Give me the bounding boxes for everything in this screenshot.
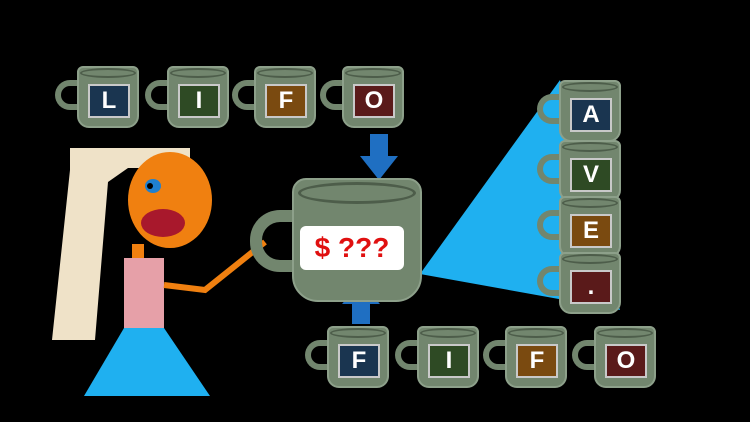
- mug-letter: I: [428, 344, 470, 378]
- cost-label: $ ???: [300, 226, 404, 270]
- mug-letter: O: [353, 84, 395, 118]
- average-mug: V: [537, 140, 627, 204]
- mug-letter: V: [570, 158, 612, 192]
- mug-letter: A: [570, 98, 612, 132]
- lifo-mug: O: [320, 66, 410, 130]
- fifo-mug: F: [305, 326, 395, 390]
- average-mug: .: [537, 252, 627, 316]
- fifo-mug: F: [483, 326, 573, 390]
- mug-letter: E: [570, 214, 612, 248]
- mug-letter: F: [265, 84, 307, 118]
- skirt: [84, 328, 210, 396]
- mug-letter: O: [605, 344, 647, 378]
- lifo-mug: L: [55, 66, 145, 130]
- lifo-mug: I: [145, 66, 235, 130]
- neck: [132, 244, 144, 262]
- arrow-down-icon: [360, 134, 398, 180]
- mug-letter: L: [88, 84, 130, 118]
- mug-letter: F: [338, 344, 380, 378]
- fifo-mug: O: [572, 326, 662, 390]
- mug-rim: [298, 182, 416, 204]
- mug-letter: I: [178, 84, 220, 118]
- mug-letter: F: [516, 344, 558, 378]
- lifo-mug: F: [232, 66, 322, 130]
- arm: [163, 239, 267, 294]
- mouth: [141, 209, 185, 237]
- fifo-mug: I: [395, 326, 485, 390]
- average-mug: A: [537, 80, 627, 144]
- hair: [52, 148, 190, 340]
- average-mug: E: [537, 196, 627, 260]
- mug-letter: .: [570, 270, 612, 304]
- shirt: [124, 258, 164, 330]
- girl-figure: [52, 148, 267, 396]
